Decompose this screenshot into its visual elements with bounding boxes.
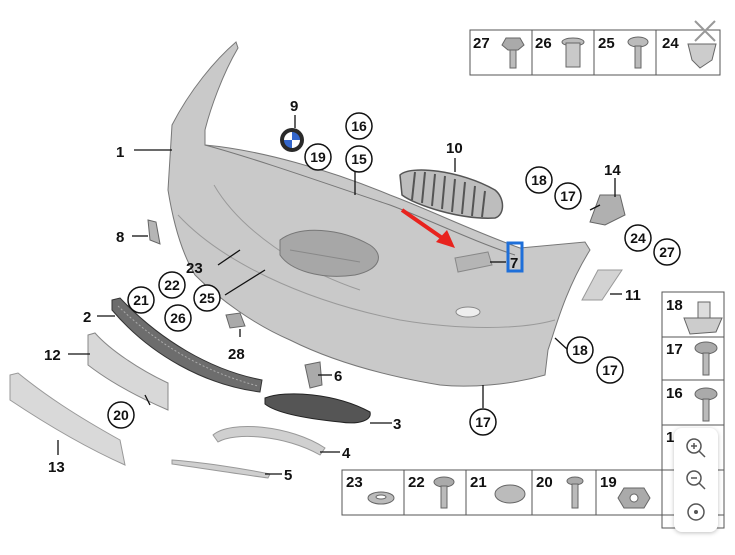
expansion-nut-icon xyxy=(561,37,585,68)
target-icon[interactable] xyxy=(681,497,711,527)
label-part-14: 14 xyxy=(604,162,621,179)
label-part-5: 5 xyxy=(284,467,292,484)
label-part-13: 13 xyxy=(48,459,65,476)
label-part-4: 4 xyxy=(342,445,351,462)
svg-text:25: 25 xyxy=(199,290,215,306)
zoom-in-icon[interactable] xyxy=(681,433,711,463)
label-part-2: 2 xyxy=(83,309,91,326)
spring-clip-icon xyxy=(687,43,717,69)
label-part-7: 7 xyxy=(510,255,518,272)
bumper-cover[interactable] xyxy=(167,41,591,387)
svg-text:17: 17 xyxy=(560,188,576,204)
circle-label-17b: 17 xyxy=(596,356,624,384)
close-icon[interactable] xyxy=(690,16,720,46)
torx-screw-icon xyxy=(433,476,455,509)
bottom-table-label: 19 xyxy=(600,474,617,491)
trim-strip-11[interactable] xyxy=(581,269,623,301)
circle-label-25: 25 xyxy=(193,284,221,312)
circle-label-27: 27 xyxy=(653,238,681,266)
label-part-9: 9 xyxy=(290,98,298,115)
label-part-8: 8 xyxy=(116,229,124,246)
fog-light-grille[interactable] xyxy=(264,393,371,424)
circle-label-18a: 18 xyxy=(525,166,553,194)
bracket-8[interactable] xyxy=(147,219,161,245)
rivet-icon xyxy=(566,476,584,509)
circle-label-15: 15 xyxy=(345,145,373,173)
circle-label-17c: 17 xyxy=(469,408,497,436)
bottom-table-label: 23 xyxy=(346,474,363,491)
sheet-clip-icon xyxy=(683,301,723,335)
bracket-14[interactable] xyxy=(589,194,626,226)
right-table-label: 1 xyxy=(666,429,674,446)
svg-text:17: 17 xyxy=(602,362,618,378)
lower-grille[interactable] xyxy=(111,297,263,393)
circle-label-19: 19 xyxy=(304,143,332,171)
svg-text:18: 18 xyxy=(531,172,547,188)
svg-text:19: 19 xyxy=(310,149,326,165)
hex-screw-icon xyxy=(694,387,718,422)
zoom-controls xyxy=(674,428,718,532)
zoom-out-icon[interactable] xyxy=(681,465,711,495)
top-table-label: 25 xyxy=(598,35,615,52)
svg-text:16: 16 xyxy=(351,118,367,134)
label-part-23: 23 xyxy=(186,260,203,277)
kidney-grille[interactable] xyxy=(399,169,504,219)
svg-text:17: 17 xyxy=(475,414,491,430)
circle-label-18b: 18 xyxy=(566,336,594,364)
washer-icon xyxy=(367,491,395,505)
svg-text:21: 21 xyxy=(133,292,149,308)
right-table-label: 16 xyxy=(666,385,683,402)
svg-text:18: 18 xyxy=(572,342,588,358)
license-plate-base[interactable] xyxy=(87,332,169,411)
svg-text:22: 22 xyxy=(164,277,180,293)
label-part-28: 28 xyxy=(228,346,245,363)
bracket-28[interactable] xyxy=(225,312,246,329)
center-air-intake xyxy=(279,229,379,277)
bottom-table-label: 21 xyxy=(470,474,487,491)
right-table-label: 18 xyxy=(666,297,683,314)
bmw-emblem[interactable] xyxy=(280,128,304,152)
circle-label-17a: 17 xyxy=(554,182,582,210)
hex-nut-icon xyxy=(617,487,651,509)
circled-labels: 15 16 17 17 17 18 18 19 20 21 22 24 25 2… xyxy=(107,112,681,436)
pointer-arrow xyxy=(400,208,455,248)
bottom-table-label: 22 xyxy=(408,474,425,491)
highlight-box xyxy=(506,241,524,273)
cap-icon xyxy=(494,484,526,504)
circle-label-21: 21 xyxy=(127,286,155,314)
circle-label-16: 16 xyxy=(345,112,373,140)
hex-flange-screw-icon xyxy=(501,37,525,69)
svg-text:20: 20 xyxy=(113,407,129,423)
top-fastener-table: 27 26 25 24 xyxy=(469,29,721,76)
svg-text:26: 26 xyxy=(170,310,186,326)
svg-text:27: 27 xyxy=(659,244,675,260)
bottom-fastener-table: 23 22 21 20 19 xyxy=(341,469,725,516)
torx-screw-icon xyxy=(627,36,649,69)
bracket-6[interactable] xyxy=(304,361,323,389)
top-table-label: 27 xyxy=(473,35,490,52)
label-part-3: 3 xyxy=(393,416,401,433)
svg-text:15: 15 xyxy=(351,151,367,167)
svg-text:24: 24 xyxy=(630,230,646,246)
circle-label-22: 22 xyxy=(158,271,186,299)
torx-screw-icon xyxy=(694,341,718,376)
top-table-label: 24 xyxy=(662,35,679,52)
trim-ring[interactable] xyxy=(212,426,326,456)
label-part-6: 6 xyxy=(334,368,342,385)
circle-label-20: 20 xyxy=(107,401,135,429)
circle-label-26: 26 xyxy=(164,304,192,332)
right-table-label: 17 xyxy=(666,341,683,358)
lower-trim-panel[interactable] xyxy=(9,372,126,466)
leader-lines xyxy=(57,115,622,475)
part-labels: 1 2 3 4 5 6 7 8 9 10 11 12 13 14 23 28 xyxy=(44,98,641,484)
top-table-label: 26 xyxy=(535,35,552,52)
circle-label-24: 24 xyxy=(624,224,652,252)
label-part-12: 12 xyxy=(44,347,61,364)
label-part-1: 1 xyxy=(116,144,124,161)
bottom-table-label: 20 xyxy=(536,474,553,491)
label-part-10: 10 xyxy=(446,140,463,157)
label-part-11: 11 xyxy=(625,287,641,304)
chrome-strip[interactable] xyxy=(171,459,271,479)
